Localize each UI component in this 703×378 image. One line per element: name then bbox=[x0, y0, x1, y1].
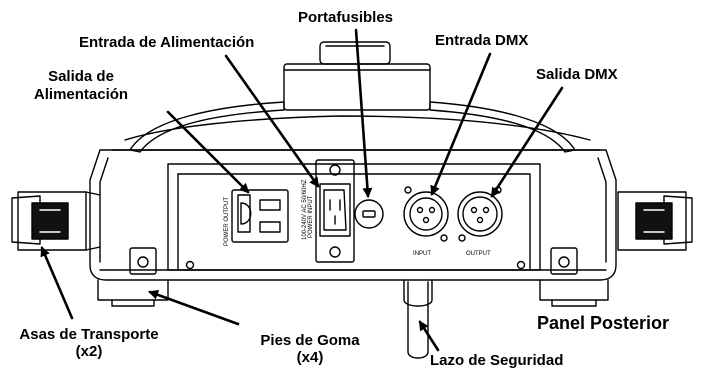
label-asas-line1: Asas de Transporte bbox=[19, 326, 159, 343]
dmx-input-connector: INPUT bbox=[403, 186, 449, 257]
arrow-entrada-dmx bbox=[430, 52, 492, 196]
base-body bbox=[89, 149, 617, 281]
right-handle bbox=[617, 191, 693, 251]
power-input-connector: POWER INPUT 100-240V AC 50/60HZ bbox=[302, 159, 355, 263]
power-input-text: POWER INPUT bbox=[308, 195, 314, 238]
top-head bbox=[283, 41, 431, 111]
fuse-holder bbox=[354, 199, 384, 229]
power-output-text: POWER OUTPUT bbox=[224, 197, 230, 246]
label-salida-alimentacion-line2: Alimentación bbox=[33, 86, 129, 103]
mounting-tabs bbox=[129, 247, 578, 275]
label-pies-line2: (x4) bbox=[296, 349, 324, 366]
arrow-salida-dmx bbox=[490, 86, 564, 198]
label-portafusibles: Portafusibles bbox=[298, 9, 394, 26]
label-entrada-dmx: Entrada DMX bbox=[435, 32, 529, 49]
label-asas-line2: (x2) bbox=[75, 343, 103, 360]
input-text: INPUT bbox=[413, 251, 431, 257]
label-salida-dmx: Salida DMX bbox=[536, 66, 618, 83]
arrow-portafusibles bbox=[354, 28, 373, 198]
arrow-asas bbox=[40, 246, 74, 320]
safety-loop bbox=[403, 279, 433, 359]
arrow-salida-alimentacion bbox=[166, 110, 250, 194]
voltage-text: 100-240V AC 50/60HZ bbox=[302, 179, 308, 240]
label-panel-posterior: Panel Posterior bbox=[537, 313, 670, 333]
label-lazo: Lazo de Seguridad bbox=[430, 352, 564, 369]
power-output-socket: POWER OUTPUT bbox=[224, 189, 289, 246]
left-handle bbox=[11, 191, 101, 251]
arrow-entrada-alimentacion bbox=[224, 54, 320, 188]
callout-arrows bbox=[40, 28, 564, 352]
label-entrada-alimentacion: Entrada de Alimentación bbox=[79, 34, 255, 51]
output-text: OUTPUT bbox=[466, 251, 491, 257]
arrow-lazo bbox=[418, 320, 440, 352]
dmx-output-connector: OUTPUT bbox=[457, 186, 503, 257]
label-pies-line1: Pies de Goma bbox=[260, 332, 360, 349]
label-salida-alimentacion-line1: Salida de bbox=[48, 68, 114, 85]
rubber-feet bbox=[97, 279, 609, 307]
arrow-pies bbox=[148, 290, 240, 326]
